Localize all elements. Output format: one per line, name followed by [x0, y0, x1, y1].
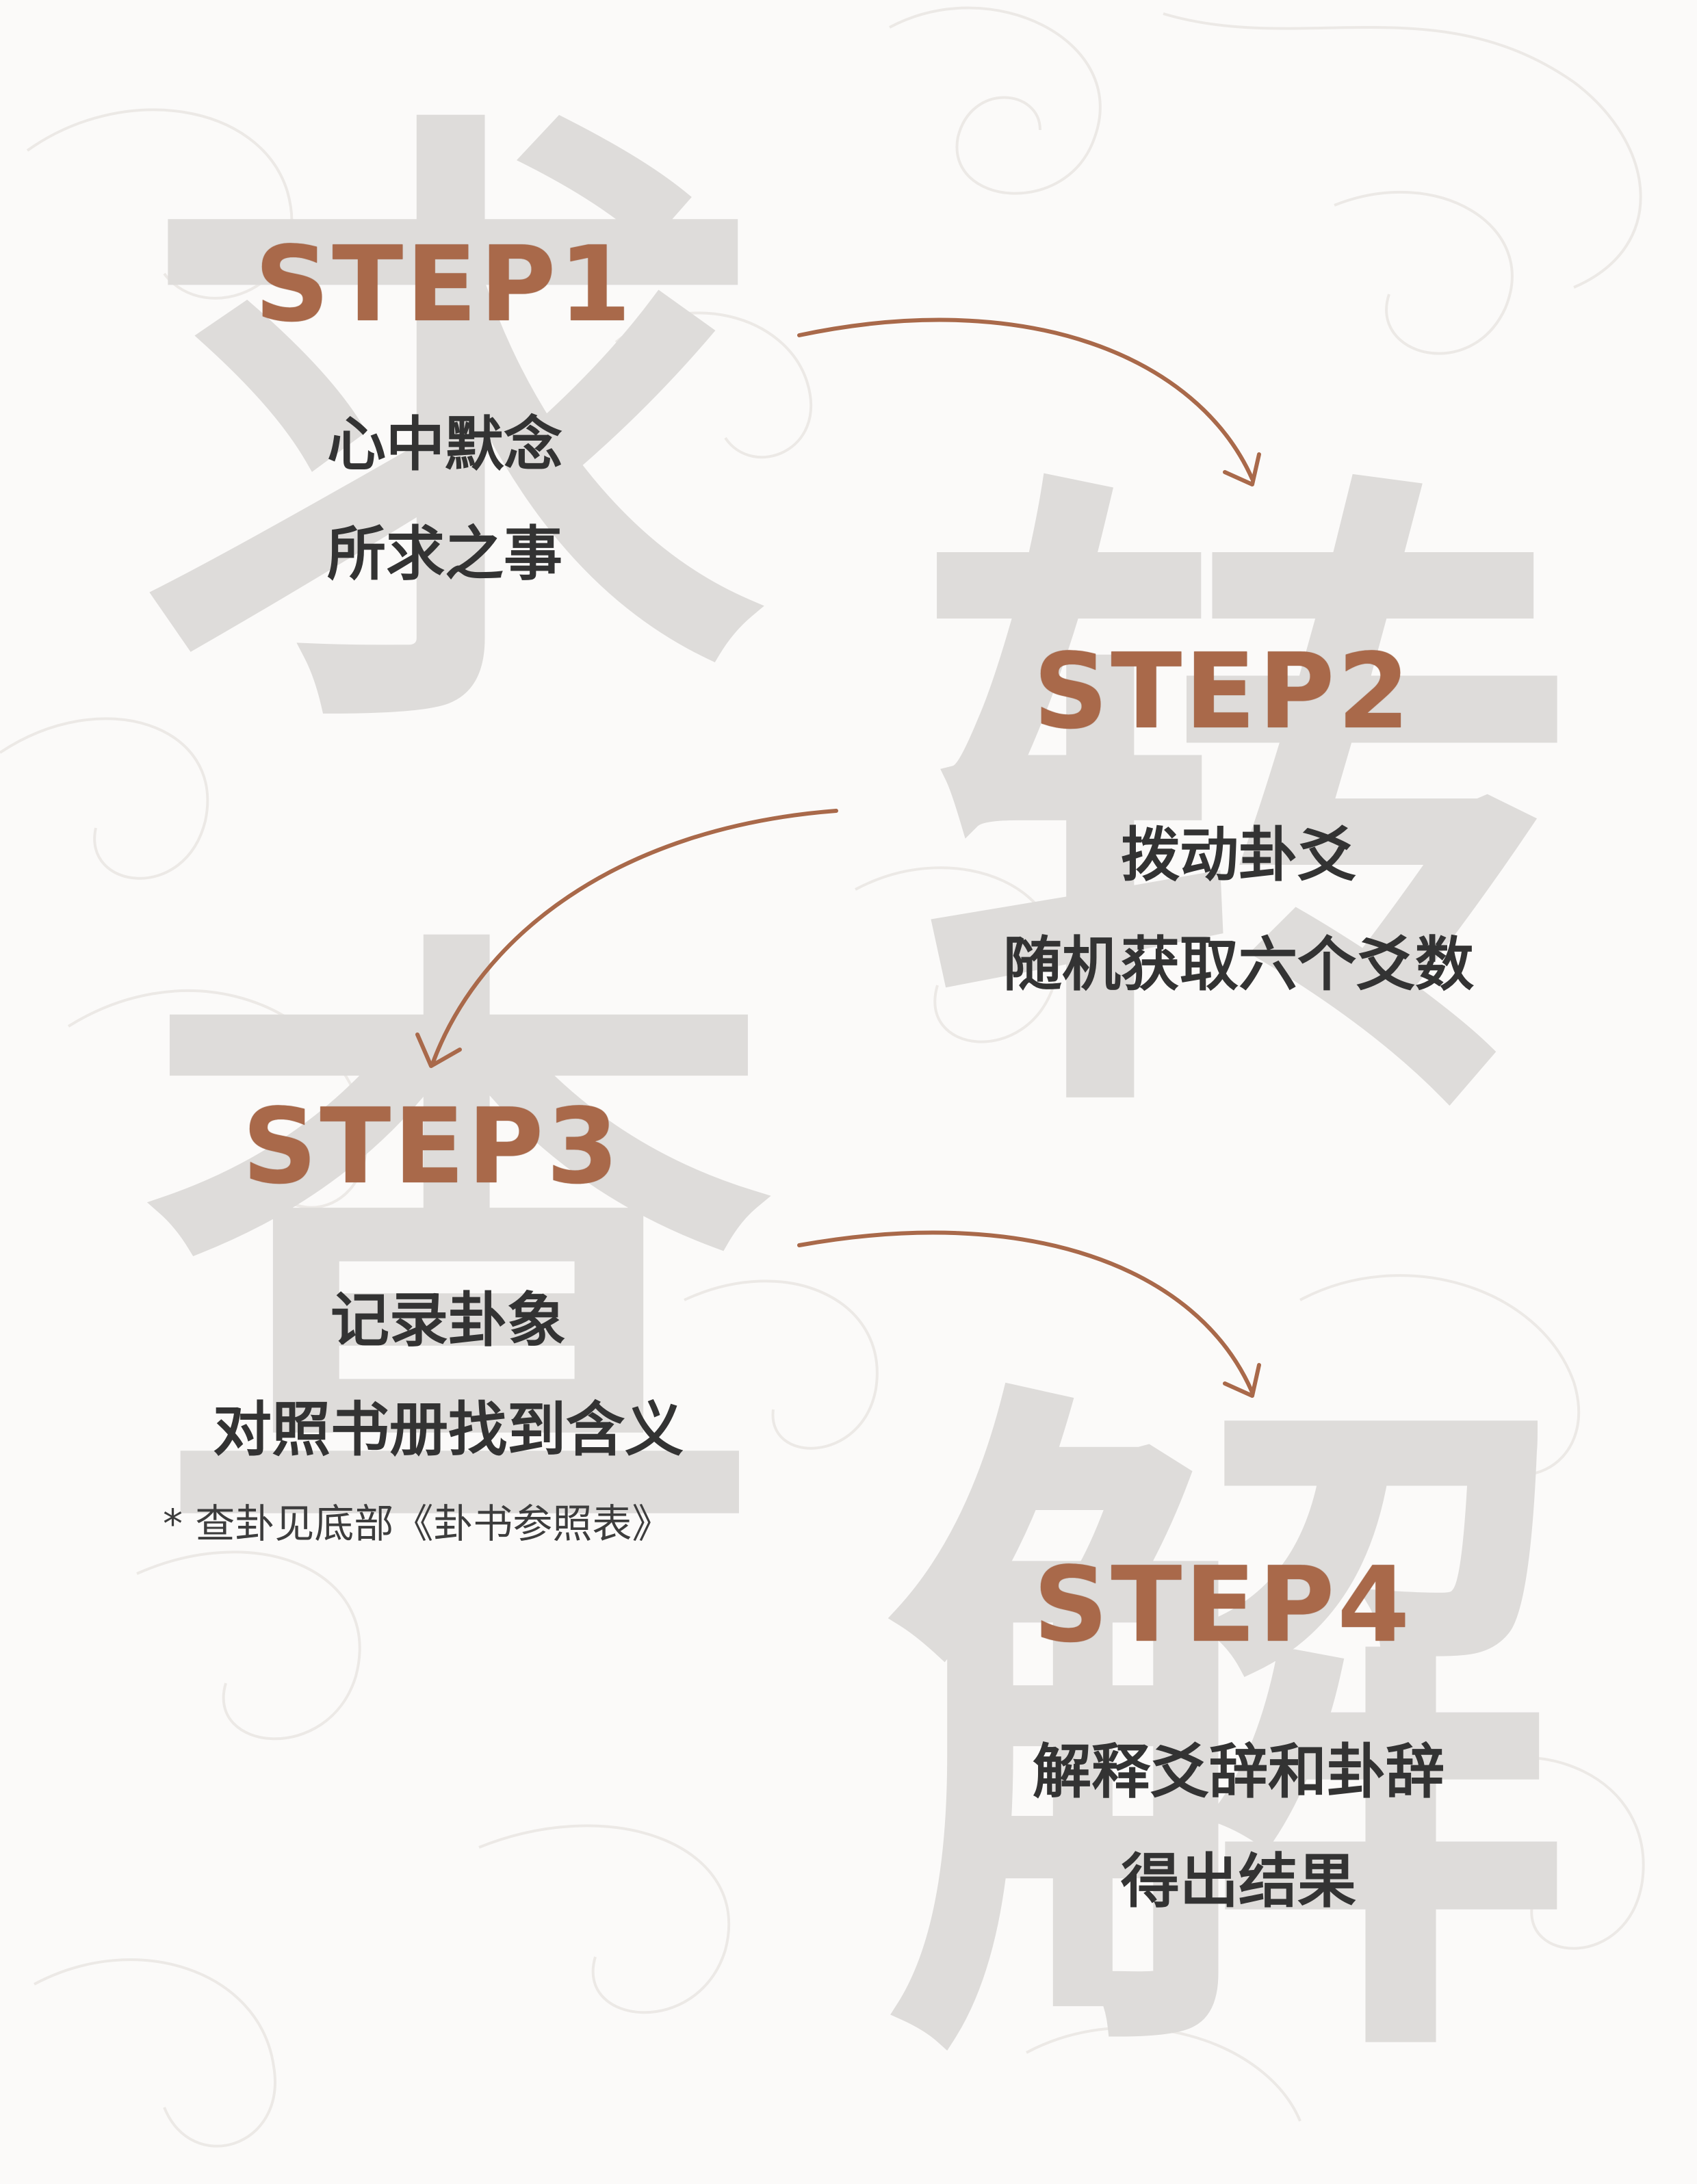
step2-line-2: 随机获取六个爻数 — [937, 910, 1540, 1019]
step4-line-2: 得出结果 — [958, 1827, 1519, 1936]
step2-line-1: 拨动卦爻 — [937, 801, 1540, 910]
step3-note: * 查卦见底部《卦书参照表》 — [163, 1492, 671, 1549]
step1-line-1: 心中默念 — [274, 390, 616, 499]
step3-line-2: 对照书册找到含义 — [147, 1375, 749, 1485]
step4-line-1: 解释爻辞和卦辞 — [958, 1717, 1519, 1827]
step3-line-1: 记录卦象 — [147, 1266, 749, 1375]
step3-description: 记录卦象 对照书册找到含义 — [147, 1266, 749, 1485]
step2-title: STEP2 — [1033, 640, 1412, 744]
arrow-step1-to-step2 — [799, 320, 1252, 479]
arrow-step2-to-step3 — [432, 811, 836, 1064]
step1-title: STEP1 — [255, 233, 634, 337]
step1-description: 心中默念 所求之事 — [274, 390, 616, 609]
step4-description: 解释爻辞和卦辞 得出结果 — [958, 1717, 1519, 1936]
step4-title: STEP4 — [1033, 1553, 1412, 1657]
step3-title: STEP3 — [242, 1095, 621, 1199]
arrow-step3-to-step4 — [799, 1233, 1252, 1392]
step2-description: 拨动卦爻 随机获取六个爻数 — [937, 801, 1540, 1019]
step1-line-2: 所求之事 — [274, 499, 616, 609]
